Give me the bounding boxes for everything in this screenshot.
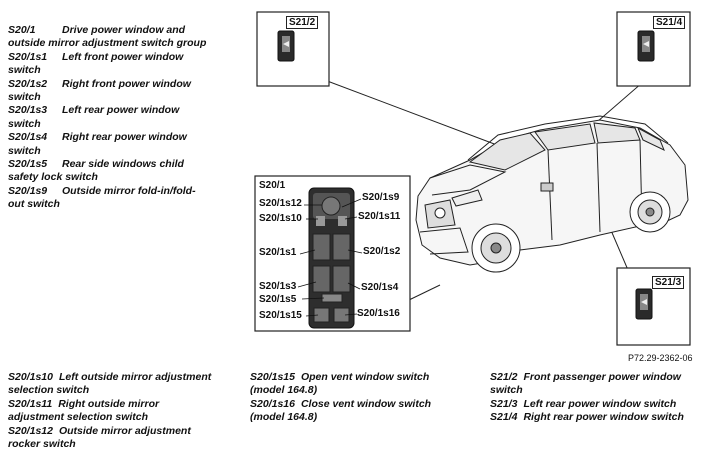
inset-s20-1 — [254, 175, 411, 332]
legend-text: Drive power window and outside mirror ad… — [8, 24, 207, 50]
legend-code: S20/1s11 — [8, 397, 53, 410]
legend-text: Right rear power window switch — [523, 411, 684, 424]
label-s20-1s2: S20/1s2 — [363, 246, 401, 257]
legend-code: S20/1s15 — [250, 371, 295, 383]
legend-code: S20/1s10 — [8, 371, 53, 383]
legend-text: Right outside mirror adjustment selectio… — [8, 397, 160, 424]
legend-text: Outside mirror adjustment rocker switch — [8, 424, 191, 451]
legend-code: S20/1s1 — [8, 50, 48, 63]
label-s20-1s16: S20/1s16 — [357, 308, 400, 319]
legend-code: S20/1s16 — [250, 397, 295, 410]
legend-code: S21/4 — [490, 411, 518, 424]
legend-code: S21/2 — [490, 371, 518, 383]
leader-line-s21-2 — [313, 75, 498, 146]
inset-label-s21-4: S21/4 — [653, 16, 686, 29]
legend-text: Left rear power window switch — [8, 104, 180, 130]
label-s20-1s15: S20/1s15 — [259, 310, 302, 321]
label-s20-1s10: S20/1s10 — [259, 213, 302, 224]
inset-label-s21-2: S21/2 — [286, 16, 319, 29]
legend-code: S20/1s9 — [8, 184, 48, 197]
legend-text: Front passenger power window switch — [490, 371, 681, 397]
leader-line-s20-1 — [408, 284, 441, 301]
legend-text: Outside mirror fold-in/fold-out switch — [8, 184, 196, 211]
leader-line-s21-3 — [609, 227, 629, 271]
switch-group-title: S20/1 — [259, 180, 286, 191]
legend-text: Left front power window switch — [8, 50, 184, 77]
label-s20-1s12: S20/1s12 — [259, 198, 302, 209]
label-s20-1s5: S20/1s5 — [259, 294, 297, 305]
label-s20-1s11: S20/1s11 — [358, 211, 401, 222]
legend-text: Left outside mirror adjustment selection… — [8, 371, 212, 397]
legend-entry: S21/4 Right rear power window switch — [490, 411, 700, 424]
legend-code: S20/1s4 — [8, 131, 48, 144]
legend-text: Left rear power window switch — [523, 397, 677, 410]
label-s20-1s3: S20/1s3 — [259, 281, 297, 292]
legend-code: S21/3 — [490, 397, 518, 410]
label-s20-1s4: S20/1s4 — [361, 282, 399, 293]
legend-code: S20/1s5 — [8, 158, 48, 171]
legend-code: S20/1s12 — [8, 424, 53, 437]
legend-entry: S21/3 Left rear power window switch — [490, 398, 700, 411]
legend-text: Rear side windows child safety lock swit… — [8, 158, 184, 184]
legend-text: Right rear power window switch — [8, 131, 187, 157]
legend-text: Open vent window switch (model 164.8) — [250, 371, 430, 397]
legend-code: S20/1s3 — [8, 104, 48, 117]
legend-code: S20/1s2 — [8, 77, 48, 90]
legend-code: S20/1 — [8, 24, 36, 36]
legend-text: Close vent window switch (model 164.8) — [250, 397, 432, 424]
car-illustration — [415, 115, 689, 273]
label-s20-1s1: S20/1s1 — [259, 247, 297, 258]
label-s20-1s9: S20/1s9 — [362, 192, 400, 203]
legend-text: Right front power window switch — [8, 77, 191, 104]
inset-label-s21-3: S21/3 — [652, 276, 685, 289]
figure-id: P72.29-2362-06 — [628, 353, 693, 363]
